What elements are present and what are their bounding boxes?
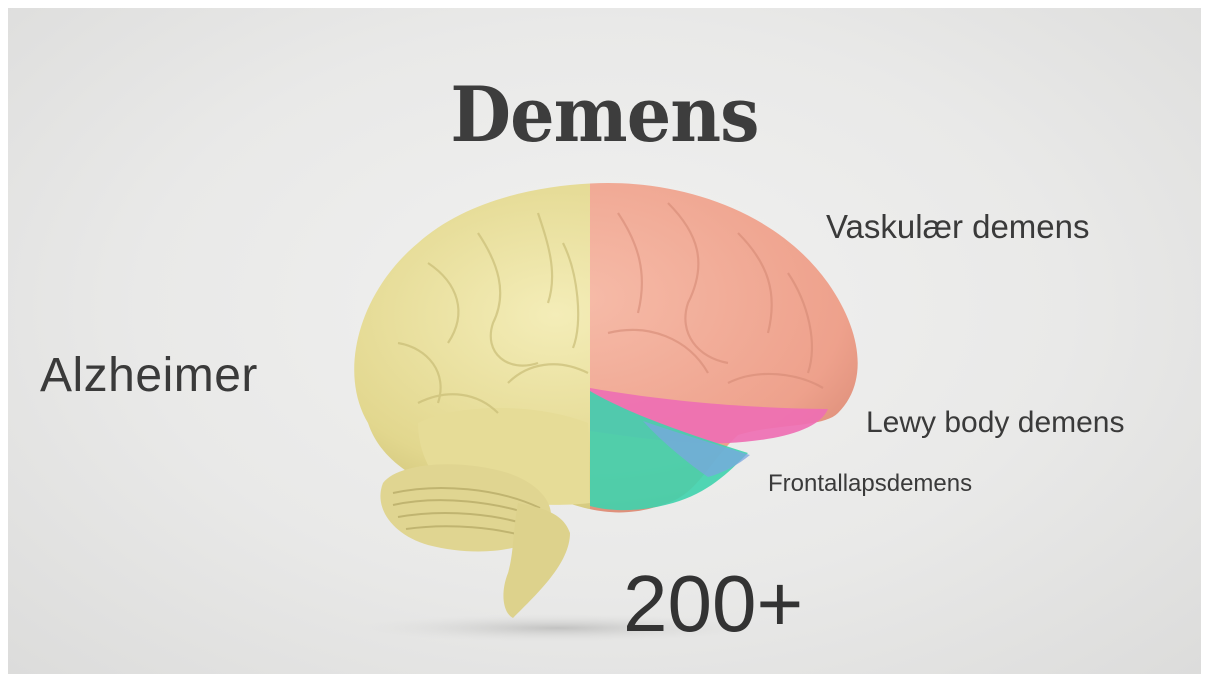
label-vascular-dementia: Vaskulær demens xyxy=(826,208,1090,246)
label-lewy-body-dementia: Lewy body demens xyxy=(866,406,1125,440)
label-frontal-dementia: Frontallapsdemens xyxy=(768,470,972,498)
slide: Demens xyxy=(8,8,1201,674)
slide-title: Demens xyxy=(56,70,1154,159)
label-alzheimer: Alzheimer xyxy=(40,348,258,403)
dementia-types-count: 200+ xyxy=(623,558,803,650)
